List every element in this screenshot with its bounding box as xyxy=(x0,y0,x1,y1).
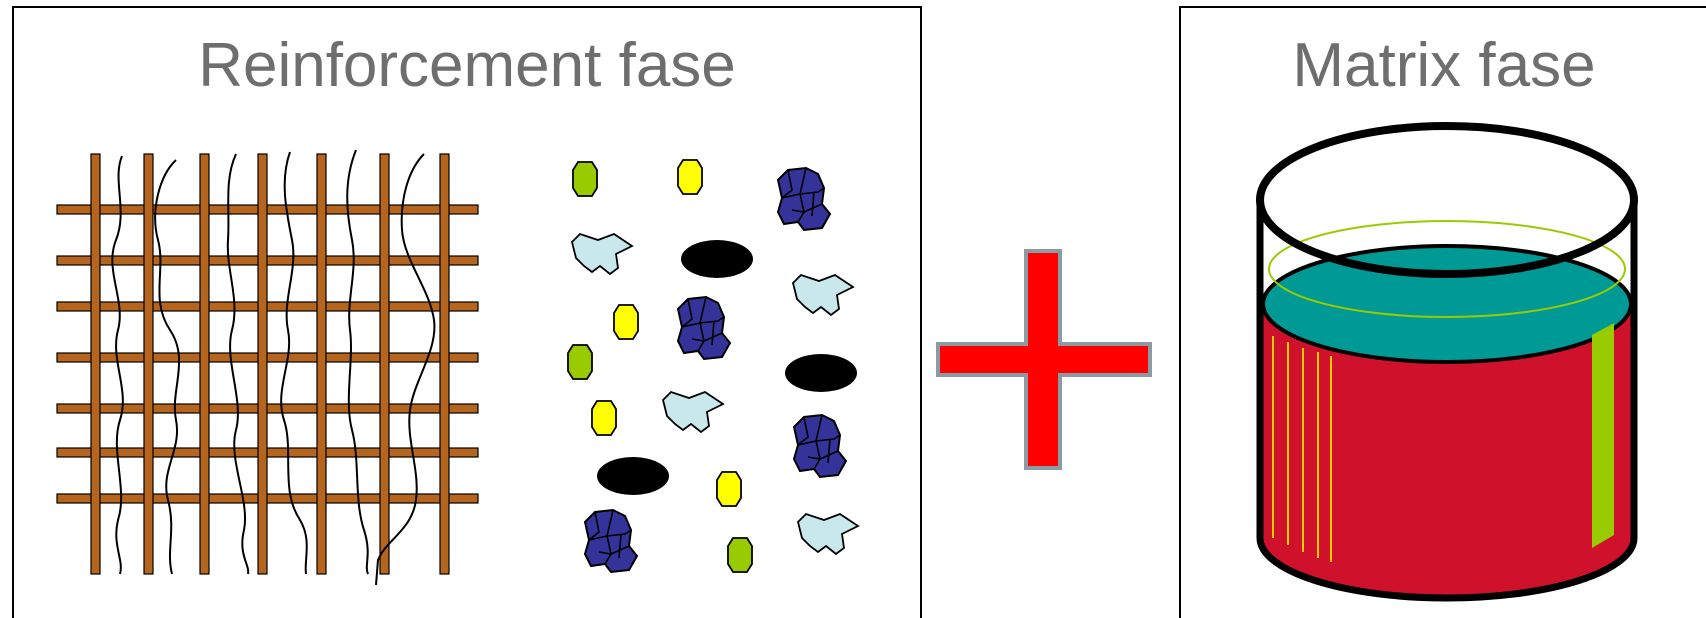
container-red-body xyxy=(1263,304,1631,596)
particle-cluster-icon xyxy=(567,159,859,573)
container-rim xyxy=(1256,122,1638,278)
container-liquid-surface xyxy=(1261,244,1633,364)
liquid-meniscus xyxy=(1268,220,1626,318)
woven-fiber-mesh-icon xyxy=(56,149,479,586)
container-green-label xyxy=(1592,323,1614,548)
green-octagon-particles xyxy=(567,161,753,573)
flake-particles xyxy=(571,233,859,555)
reinforcement-title: Reinforcement fase xyxy=(198,31,736,100)
ellipse-particles xyxy=(597,240,857,495)
matrix-title: Matrix fase xyxy=(1292,31,1596,100)
container-yellow-lines xyxy=(1272,336,1332,562)
plus-icon xyxy=(936,249,1152,470)
mesh-wavy-threads xyxy=(111,149,436,586)
mesh-vertical-fibers xyxy=(90,153,450,575)
resin-container-icon xyxy=(1256,122,1638,602)
container-walls xyxy=(1256,200,1638,602)
reinforcement-panel: Reinforcement fase xyxy=(12,6,922,618)
